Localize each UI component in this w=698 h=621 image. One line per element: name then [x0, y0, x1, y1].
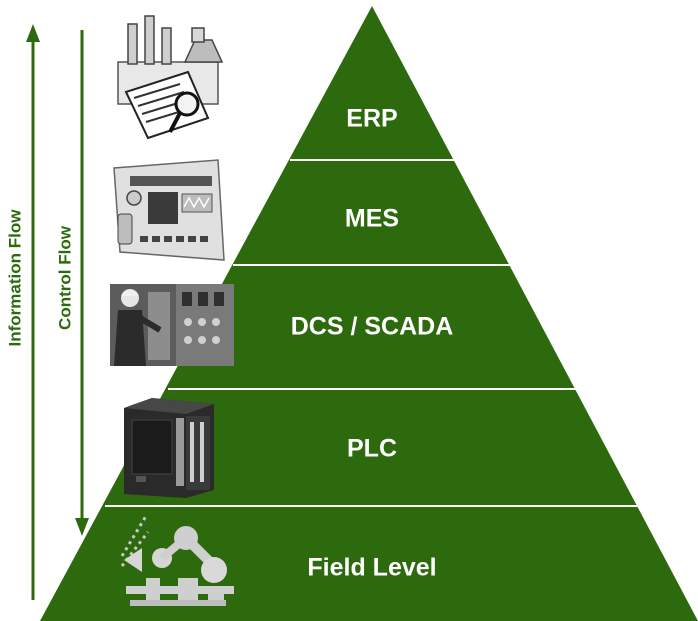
operator-control-room-icon [110, 284, 234, 366]
information-flow-label: Information Flow [5, 209, 24, 347]
plc-device-icon [124, 398, 214, 498]
information-flow-arrow [26, 24, 40, 600]
layer-label-plc: PLC [347, 435, 397, 463]
control-flow-arrow [75, 30, 89, 536]
layer-label-field-level: Field Level [307, 554, 436, 582]
field-robot-icon [120, 515, 234, 606]
layer-label-mes: MES [345, 205, 399, 233]
control-panel-icon [113, 159, 225, 261]
control-flow-label: Control Flow [55, 225, 74, 330]
enterprise-document-icon [117, 15, 224, 140]
layer-label-erp: ERP [346, 105, 397, 133]
layer-label-dcs-scada: DCS / SCADA [291, 313, 454, 341]
